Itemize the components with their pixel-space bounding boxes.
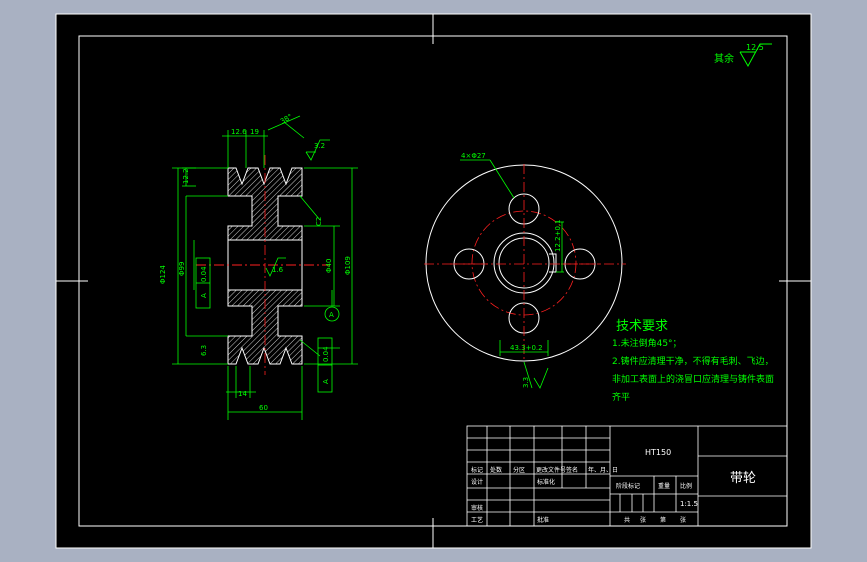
- other-roughness-label: 其余: [714, 52, 734, 65]
- row-label-3: 分区: [513, 466, 525, 474]
- material: HT150: [645, 448, 671, 457]
- left-label-2: 审核: [471, 504, 483, 512]
- keyway: [549, 253, 557, 273]
- dia-outer: Φ124: [159, 265, 167, 284]
- dim-top-2: 19: [250, 128, 259, 136]
- dia-bore: Φ40: [325, 259, 333, 273]
- centering-marks: [56, 14, 811, 548]
- datum-label: A: [329, 311, 334, 319]
- scale-value: 1:1.5: [680, 500, 698, 508]
- dia-hub: Φ109: [344, 256, 352, 275]
- left-label-1: 设计: [471, 478, 483, 486]
- title-block-text: HT150 带轮 1:1.5 标记 处数 分区 更改文件号 签名 年、月、日 设…: [471, 448, 756, 524]
- drawing-paper: [56, 14, 811, 548]
- groove-depth: 12.2: [182, 168, 190, 184]
- row-label-1: 标记: [471, 466, 483, 474]
- left-small-dim: 6.3: [200, 345, 208, 356]
- width-dim: 60: [259, 404, 268, 412]
- groove-roughness: 3.2: [314, 142, 325, 150]
- stage-label: 阶段标记: [616, 482, 640, 490]
- chamfer-label: C2: [315, 217, 323, 226]
- design-extra: 标准化: [537, 478, 555, 486]
- section-view: 12.6 19 38° 12.2 Φ124 Φ99 Φ40 Φ109 C2 60…: [159, 113, 358, 420]
- row-label-5: 签名: [566, 466, 578, 474]
- sheet-label-3: 第: [660, 516, 666, 524]
- weight-label: 重量: [658, 482, 670, 490]
- tech-title: 技术要求: [616, 319, 668, 334]
- tolerance-value-left: 0.04: [200, 266, 208, 282]
- holes-label: 4×Φ27: [461, 152, 486, 160]
- front-view: 4×Φ27 12.2+0.1 43.3+0.2 3.3: [424, 152, 626, 389]
- scale-label: 比例: [680, 482, 692, 490]
- tech-requirements: 技术要求 1.未注倒角45°； 2.铸件应清理干净，不得有毛刺、飞边， 非加工表…: [612, 319, 774, 403]
- bore-roughness: 1.6: [272, 266, 284, 274]
- sheet-label-2: 张: [640, 516, 646, 524]
- sheet-label-1: 共: [624, 516, 630, 524]
- other-roughness: 其余 12.5: [714, 43, 772, 68]
- tech-line-4: 齐平: [612, 391, 630, 403]
- row-label-4: 更改文件号: [536, 466, 566, 474]
- tech-line-2: 2.铸件应清理干净，不得有毛刺、飞边，: [612, 355, 774, 367]
- approve: 批准: [537, 516, 549, 524]
- offset-dim: 14: [238, 390, 247, 398]
- tolerance-sym-left: A: [200, 293, 208, 298]
- row-label-6: 年、月、日: [588, 466, 618, 474]
- keyway-width-label: 12.2+0.1: [554, 219, 562, 252]
- dim-top-1: 12.6: [231, 128, 247, 136]
- sheet-label-4: 张: [680, 516, 686, 524]
- datum-circle: [324, 306, 340, 322]
- keyway-depth-label: 43.3+0.2: [510, 344, 543, 352]
- left-label-3: 工艺: [471, 516, 483, 524]
- tech-line-3: 非加工表面上的浇冒口应清理与铸件表面: [612, 373, 774, 385]
- tolerance-sym-right: A: [322, 379, 330, 384]
- row-label-2: 处数: [490, 466, 502, 474]
- tech-line-1: 1.未注倒角45°；: [612, 337, 682, 349]
- tolerance-value-right: 0.04: [322, 346, 330, 362]
- bottom-roughness: 3.3: [522, 377, 530, 388]
- title-block: [466, 425, 788, 527]
- dia-inner: Φ99: [178, 262, 186, 276]
- other-roughness-value: 12.5: [746, 43, 764, 52]
- part-name: 带轮: [730, 471, 756, 486]
